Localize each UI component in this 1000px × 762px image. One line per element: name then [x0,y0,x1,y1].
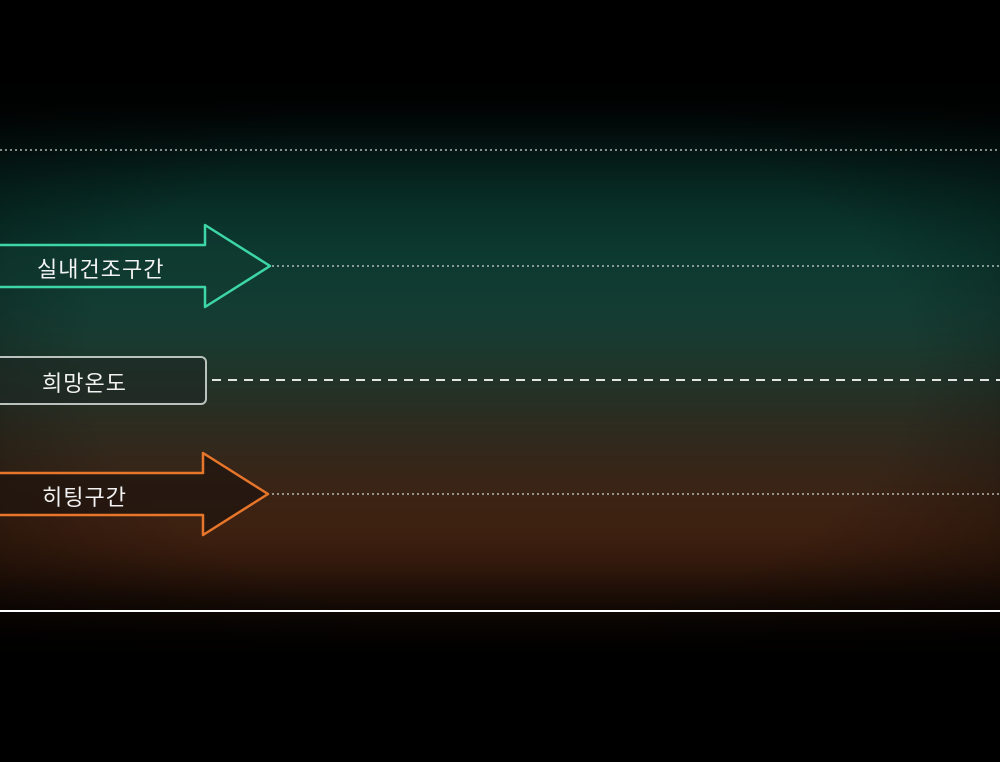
dry-zone-label: 실내건조구간 [37,258,165,283]
heating-zone-arrow [0,451,270,537]
target-temp-box [0,356,207,405]
heating-zone-label: 히팅구간 [42,486,127,511]
target-temp-label: 희망온도 [42,372,127,397]
dry-zone-arrow [0,223,272,309]
